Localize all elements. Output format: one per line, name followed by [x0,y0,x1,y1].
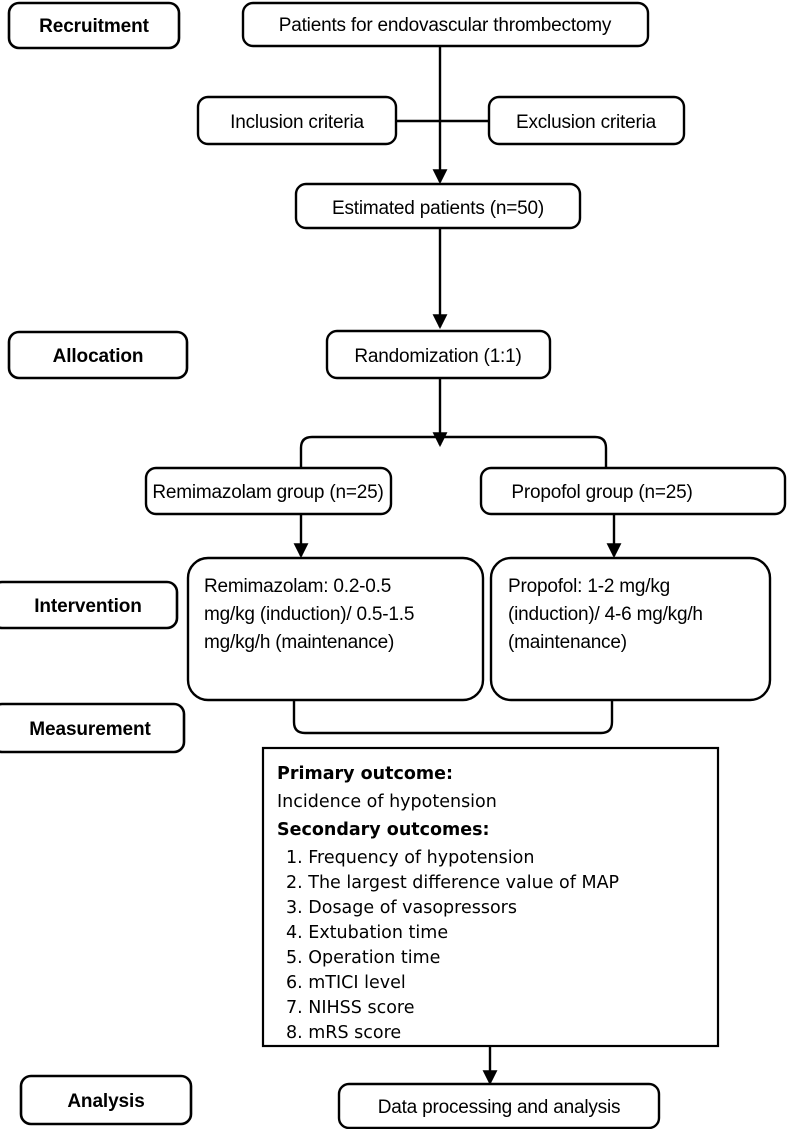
outcomes-secondary-item-4: 4. Extubation time [286,923,448,943]
stage-allocation-box [7,330,189,380]
stage-recruitment-label: Recruitment [39,16,150,37]
node-exclusion-criteria-label: Exclusion criteria [516,112,657,133]
node-estimated-patients-label: Estimated patients (n=50) [332,198,544,219]
stage-allocation: Allocation [7,330,189,380]
stage-analysis-box [19,1074,193,1126]
node-randomization[interactable]: Randomization (1:1) [325,329,552,380]
outcomes-secondary-item-7: 7. NIHSS score [286,998,414,1018]
outcomes-secondary-item-8: 8. mRS score [286,1023,401,1043]
connector-merge-bracket-outcomes [292,700,614,735]
outcomes-secondary-heading: Secondary outcomes: [277,820,490,840]
node-exclusion-criteria-box[interactable] [487,95,686,146]
node-dose-remimazolam[interactable]: Remimazolam: 0.2-0.5 mg/kg (induction)/ … [186,556,485,702]
stage-analysis: Analysis [19,1074,193,1126]
node-patients[interactable]: Patients for endovascular thrombectomy [241,1,650,48]
node-data-processing-label: Data processing and analysis [378,1097,621,1118]
stage-measurement-box [0,702,186,754]
node-patients-label: Patients for endovascular thrombectomy [279,15,612,36]
node-data-processing-box[interactable] [337,1082,661,1129]
node-exclusion-criteria[interactable]: Exclusion criteria [487,95,686,146]
node-dose-remimazolam-line-1: Remimazolam: 0.2-0.5 [204,576,391,597]
node-group-propofol-box[interactable] [479,466,787,516]
outcomes-secondary-item-3: 3. Dosage of vasopressors [286,898,517,918]
outcomes-secondary-item-6: 6. mTICI level [286,973,406,993]
node-dose-propofol-line-1: Propofol: 1-2 mg/kg [508,576,670,597]
stage-recruitment: Recruitment [7,1,181,50]
connector-split-bracket-groups [299,435,608,470]
node-dose-remimazolam-line-2: mg/kg (induction)/ 0.5-1.5 [204,604,414,625]
node-randomization-box[interactable] [325,329,552,380]
stage-intervention: Intervention [0,580,179,630]
outcomes-secondary-item-1: 1. Frequency of hypotension [286,848,534,868]
stage-allocation-label: Allocation [53,346,144,367]
node-dose-remimazolam-box[interactable] [186,556,485,702]
node-patients-box[interactable] [241,1,650,48]
stage-intervention-box [0,580,179,630]
node-dose-propofol-line-2: (induction)/ 4-6 mg/kg/h [508,604,703,625]
node-inclusion-criteria[interactable]: Inclusion criteria [196,95,398,146]
node-estimated-patients-box[interactable] [294,182,582,230]
outcomes-secondary-item-5: 5. Operation time [286,948,440,968]
node-group-remimazolam[interactable]: Remimazolam group (n=25) [144,466,393,516]
node-estimated-patients[interactable]: Estimated patients (n=50) [294,182,582,230]
outcomes-panel[interactable]: Primary outcome: Incidence of hypotensio… [261,746,720,1048]
node-dose-remimazolam-line-3: mg/kg/h (maintenance) [204,632,394,653]
node-data-processing[interactable]: Data processing and analysis [337,1082,661,1129]
stage-recruitment-box [7,1,181,50]
node-group-remimazolam-box[interactable] [144,466,393,516]
node-dose-propofol[interactable]: Propofol: 1-2 mg/kg (induction)/ 4-6 mg/… [489,556,772,702]
outcomes-primary-heading: Primary outcome: [277,764,453,784]
outcomes-panel-box[interactable] [261,746,720,1048]
node-group-propofol-label: Propofol group (n=25) [511,482,692,503]
node-inclusion-criteria-label: Inclusion criteria [230,112,364,133]
node-dose-propofol-line-3: (maintenance) [508,632,627,653]
stage-measurement-label: Measurement [29,719,151,740]
stage-measurement: Measurement [0,702,186,754]
stage-analysis-label: Analysis [67,1091,144,1112]
node-dose-propofol-box[interactable] [489,556,772,702]
outcomes-secondary-item-2: 2. The largest difference value of MAP [286,873,619,893]
node-group-propofol[interactable]: Propofol group (n=25) [479,466,787,516]
node-group-remimazolam-label: Remimazolam group (n=25) [152,482,383,503]
stage-intervention-label: Intervention [34,596,142,617]
node-inclusion-criteria-box[interactable] [196,95,398,146]
node-randomization-label: Randomization (1:1) [354,346,521,367]
outcomes-primary-item-1: Incidence of hypotension [277,792,497,812]
